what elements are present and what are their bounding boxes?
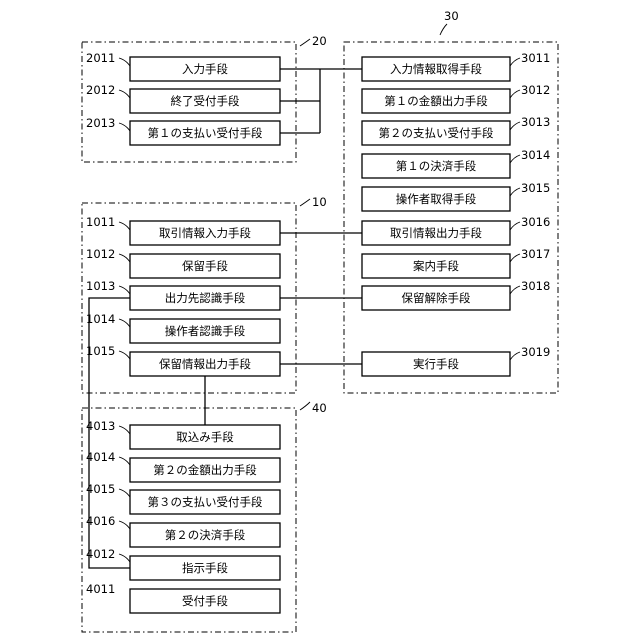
ref-1012: 1012 (86, 247, 115, 261)
box-3019-label: 実行手段 (413, 357, 459, 371)
ref-1012-leader (119, 254, 130, 262)
ref-3013-leader (510, 122, 520, 130)
ref-3014: 3014 (521, 148, 550, 162)
box-3013-label: 第２の支払い受付手段 (379, 126, 494, 140)
group-40-label: 40 (312, 401, 327, 415)
box-4015-label: 第３の支払い受付手段 (148, 495, 263, 509)
box-3016-label: 取引情報出力手段 (390, 226, 482, 240)
ref-4012: 4012 (86, 547, 115, 561)
group-20-leader (300, 39, 310, 46)
ref-4013: 4013 (86, 419, 115, 433)
ref-4015-leader (119, 489, 130, 497)
ref-3018-leader (510, 286, 520, 294)
ref-1015-leader (119, 351, 130, 359)
box-4011-label: 受付手段 (182, 594, 228, 608)
box-4013-label: 取込み手段 (176, 430, 234, 444)
ref-4011: 4011 (86, 582, 115, 596)
ref-3012-leader (510, 90, 520, 98)
box-3015-label: 操作者取得手段 (396, 192, 477, 206)
box-2012-label: 終了受付手段 (171, 94, 240, 108)
group-30-label: 30 (444, 9, 459, 23)
ref-2013: 2013 (86, 116, 115, 130)
box-1015-label: 保留情報出力手段 (159, 357, 251, 371)
ref-1015: 1015 (86, 344, 115, 358)
ref-1014: 1014 (86, 312, 115, 326)
ref-3016: 3016 (521, 215, 550, 229)
ref-2011-leader (119, 58, 130, 66)
box-3017-label: 案内手段 (413, 259, 459, 273)
ref-4016-leader (119, 521, 130, 529)
box-2011-label: 入力手段 (182, 62, 228, 76)
ref-1014-leader (119, 319, 130, 327)
ref-3019-leader (510, 352, 520, 360)
ref-3018: 3018 (521, 279, 550, 293)
ref-4014-leader (119, 457, 130, 465)
ref-3011: 3011 (521, 51, 550, 65)
ref-2012: 2012 (86, 83, 115, 97)
ref-3013: 3013 (521, 115, 550, 129)
box-3011-label: 入力情報取得手段 (390, 62, 482, 76)
ref-1013: 1013 (86, 279, 115, 293)
ref-4016: 4016 (86, 514, 115, 528)
box-3018-label: 保留解除手段 (402, 291, 471, 305)
box-1013-label: 出力先認識手段 (165, 291, 246, 305)
ref-3011-leader (510, 58, 520, 66)
ref-3017-leader (510, 254, 520, 262)
ref-3015: 3015 (521, 181, 550, 195)
group-10-leader (300, 199, 310, 206)
group-30-leader (440, 24, 447, 35)
box-3012-label: 第１の金額出力手段 (384, 94, 488, 108)
group-40-leader (300, 402, 310, 410)
ref-3015-leader (510, 188, 520, 196)
ref-4015: 4015 (86, 482, 115, 496)
ref-1011: 1011 (86, 215, 115, 229)
box-1014-label: 操作者認識手段 (165, 324, 246, 338)
box-4016-label: 第２の決済手段 (165, 528, 246, 542)
box-4014-label: 第２の金額出力手段 (153, 463, 257, 477)
group-10-label: 10 (312, 195, 327, 209)
ref-4012-leader (119, 554, 130, 562)
ref-1011-leader (119, 222, 130, 230)
ref-3014-leader (510, 155, 520, 163)
ref-3012: 3012 (521, 83, 550, 97)
ref-1013-leader (119, 286, 130, 294)
box-4012-label: 指示手段 (182, 561, 228, 575)
ref-4014: 4014 (86, 450, 115, 464)
box-1011-label: 取引情報入力手段 (159, 226, 251, 240)
box-1012-label: 保留手段 (182, 259, 228, 273)
ref-3016-leader (510, 222, 520, 230)
ref-2013-leader (119, 123, 130, 131)
ref-3017: 3017 (521, 247, 550, 261)
box-3014-label: 第１の決済手段 (396, 159, 477, 173)
ref-3019: 3019 (521, 345, 550, 359)
ref-4013-leader (119, 426, 130, 434)
group-20-label: 20 (312, 34, 327, 48)
box-2013-label: 第１の支払い受付手段 (148, 126, 263, 140)
ref-2012-leader (119, 90, 130, 98)
ref-2011: 2011 (86, 51, 115, 65)
